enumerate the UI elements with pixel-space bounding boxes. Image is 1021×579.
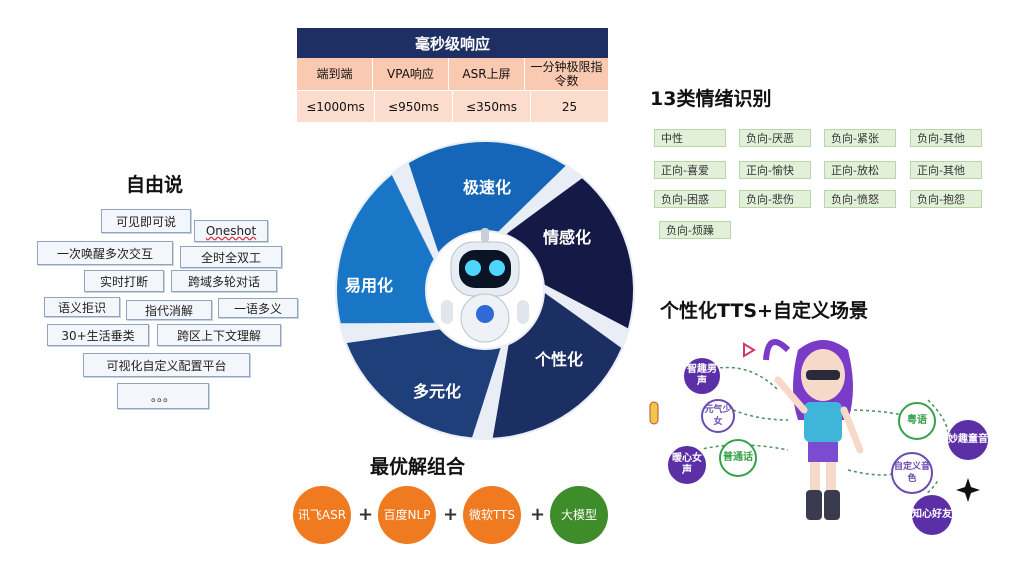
feature-pinwheel: 极速化 情感化 个性化 多元化 易用化 [335,140,635,440]
emotion-tag: 负向-其他 [910,129,982,147]
table-cell: 25 [531,90,608,122]
response-table-value-row: ≤1000ms ≤950ms ≤350ms 25 [297,90,608,122]
plus-icon: + [530,504,546,525]
pinwheel-segment [337,174,435,324]
response-table-header-row: 端到端 VPA响应 ASR上屏 一分钟极限指令数 [297,58,608,90]
feature-tag: 实时打断 [84,270,164,292]
free-speech-title: 自由说 [126,174,184,196]
emotion-tag: 正向-喜爱 [654,161,726,179]
feature-tag: 一语多义 [218,298,298,318]
table-header-cell: ASR上屏 [449,58,525,90]
feature-tag: 跨区上下文理解 [157,324,281,346]
pinwheel-segment [492,293,622,438]
emotion-tag: 负向-悲伤 [739,190,811,208]
voice-bubble: 妙趣童音 [946,418,990,462]
segment-label: 极速化 [463,178,511,197]
table-header-cell: 端到端 [297,58,373,90]
tts-character-icon [763,339,864,520]
emotion-tag: 负向-紧张 [824,129,896,147]
segment-label: 情感化 [543,228,591,247]
voice-bubble: 自定义音色 [891,452,933,494]
feature-tag: 可视化自定义配置平台 [83,353,250,377]
tts-title: 个性化TTS+自定义场景 [660,300,868,322]
robot-mascot-icon [441,228,529,343]
feature-tag: 。。。 [117,383,209,409]
emotion-tag: 负向-困惑 [654,190,726,208]
combo-circle: 百度NLP [378,486,436,544]
emotion-tag: 负向-烦躁 [659,221,731,239]
segment-label: 易用化 [345,276,393,295]
voice-bubble: 粤语 [898,402,936,440]
table-header-cell: 一分钟极限指令数 [525,58,608,90]
response-table: 毫秒级响应 端到端 VPA响应 ASR上屏 一分钟极限指令数 ≤1000ms ≤… [297,28,608,122]
feature-tag: 跨域多轮对话 [171,270,277,292]
feature-tag: 一次唤醒多次交互 [37,241,173,265]
combo-circle: 大模型 [550,486,608,544]
feature-tag: 指代消解 [126,300,212,320]
emotion-tag: 负向-厌恶 [739,129,811,147]
feature-tag: 全时全双工 [180,246,282,268]
table-cell: ≤350ms [453,90,531,122]
emotion-tag: 正向-愉快 [739,161,811,179]
emotion-title: 13类情绪识别 [650,88,772,110]
play-icon [743,342,756,358]
table-cell: ≤1000ms [297,90,375,122]
voice-bubble: 智趣男声 [682,356,722,396]
feature-tag: Oneshot [194,220,268,242]
sparkle-icon [956,478,980,502]
table-cell: ≤950ms [375,90,453,122]
emotion-tag: 中性 [654,129,726,147]
emotion-tag: 正向-其他 [910,161,982,179]
combo-title: 最优解组合 [370,456,466,478]
tts-illustration [649,339,980,520]
emotion-tag: 负向-愤怒 [824,190,896,208]
table-header-cell: VPA响应 [373,58,449,90]
voice-bubble: 元气少女 [701,399,735,433]
pinwheel-segment [506,178,633,329]
plus-icon: + [358,504,374,525]
segment-label: 个性化 [534,350,583,369]
combo-circle: 微软TTS [463,486,521,544]
voice-bubble: 暖心女声 [666,444,708,486]
voice-bubble: 知心好友 [910,493,954,537]
emotion-tag: 正向-放松 [824,161,896,179]
feature-tag: 语义拒识 [44,297,120,317]
pinwheel-segment [346,329,501,438]
feature-tag: 可见即可说 [101,209,191,233]
response-table-title: 毫秒级响应 [297,28,608,58]
voice-bubble: 普通话 [719,439,757,477]
pinwheel-segment [408,142,566,253]
plus-icon: + [443,504,459,525]
emotion-tag: 负向-抱怨 [910,190,982,208]
segment-label: 多元化 [413,382,461,401]
tag-icon [649,401,659,425]
feature-tag: 30+生活垂类 [47,324,149,346]
combo-circle: 讯飞ASR [293,486,351,544]
